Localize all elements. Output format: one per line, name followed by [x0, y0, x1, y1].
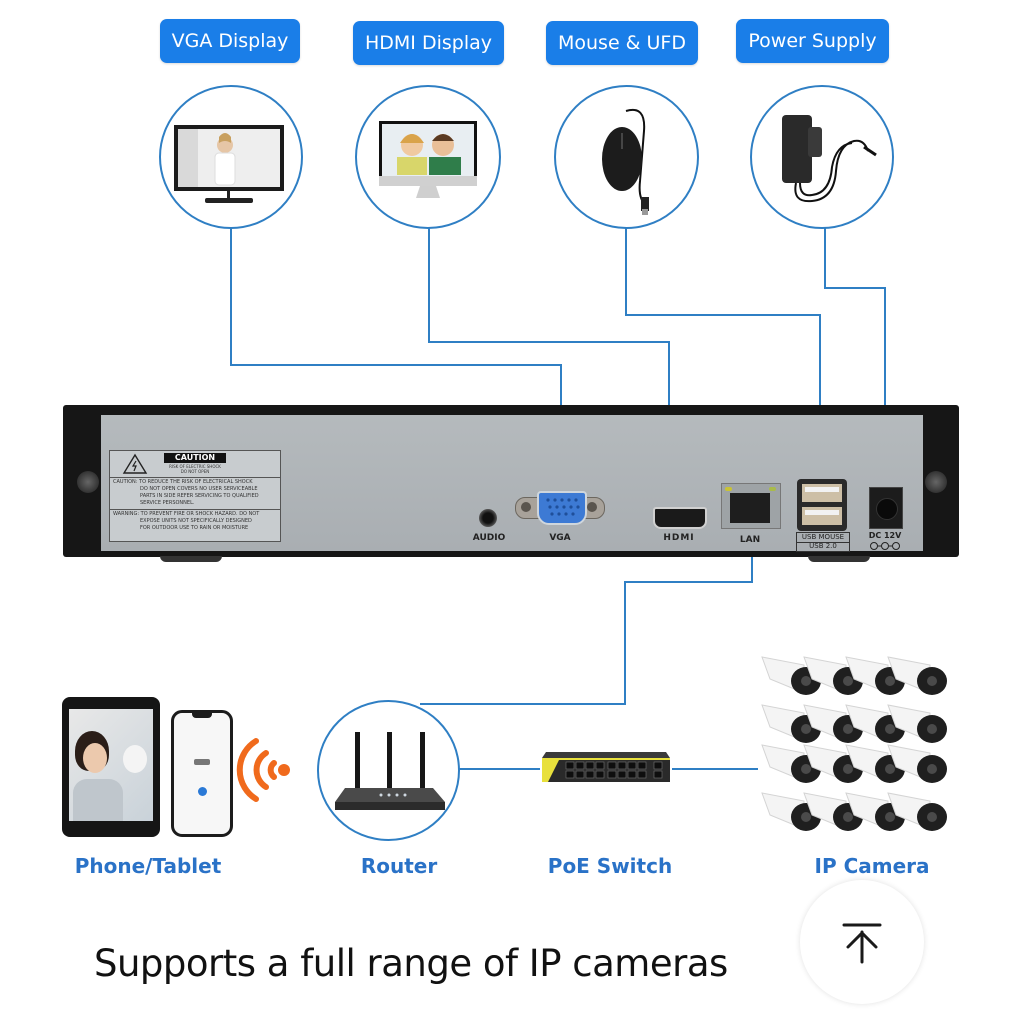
mouse-ufd-circle	[554, 85, 699, 229]
tag-hdmi-display: HDMI Display	[353, 21, 504, 65]
lan-label: LAN	[739, 535, 761, 545]
hdmi-monitor-icon	[379, 121, 477, 198]
poe-switch-icon	[542, 752, 670, 782]
ip-camera-unit	[887, 704, 947, 743]
scroll-to-top-button[interactable]	[800, 880, 924, 1004]
phone-icon	[171, 710, 233, 837]
power-supply-circle	[750, 85, 894, 229]
tag-power-supply: Power Supply	[736, 19, 889, 63]
vga-display-circle	[159, 85, 303, 229]
line-usb	[625, 228, 821, 406]
arrow-up-to-top-icon	[842, 923, 882, 964]
ip-camera-unit	[887, 744, 947, 783]
lan-port	[721, 483, 781, 529]
ip-camera-unit	[761, 704, 821, 743]
vga-label: VGA	[549, 533, 571, 543]
label-phone-tablet: Phone/Tablet	[74, 854, 222, 878]
ip-camera-unit	[887, 792, 947, 831]
nvr-foot-right	[808, 556, 870, 562]
warning-triangle-icon	[122, 453, 148, 474]
line-hdmi	[428, 228, 670, 406]
caution-text: CAUTION: TO REDUCE THE RISK OF ELECTRICA…	[113, 479, 259, 506]
hdmi-display-circle	[355, 85, 501, 229]
screw-right-icon	[925, 471, 947, 493]
warning-text: WARNING: TO PREVENT FIRE OR SHOCK HAZARD…	[113, 511, 260, 531]
footer-caption: Supports a full range of IP cameras	[94, 942, 728, 985]
audio-label: AUDIO	[472, 533, 506, 543]
caution-title: CAUTION	[164, 453, 226, 463]
mouse-icon	[602, 109, 649, 215]
label-ip-camera: IP Camera	[814, 854, 930, 878]
line-power	[824, 228, 886, 406]
nvr-foot-left	[160, 556, 222, 562]
dc-power-port	[869, 487, 903, 529]
power-adapter-icon	[782, 115, 877, 203]
vga-port	[537, 491, 587, 525]
usb-label-2: USB 2.0	[796, 542, 850, 552]
router-icon	[335, 732, 445, 810]
phone-tablet-icon	[62, 697, 160, 837]
ip-camera-icon	[761, 656, 947, 831]
router-circle	[317, 700, 460, 841]
tag-mouse-ufd: Mouse & UFD	[546, 21, 698, 65]
line-vga	[230, 228, 562, 406]
dc-polarity-icon	[870, 542, 900, 550]
hdmi-port	[653, 507, 707, 529]
screw-left-icon	[77, 471, 99, 493]
dc-label: DC 12V	[868, 531, 902, 540]
usb-ports	[797, 479, 847, 531]
wifi-signal-icon	[236, 738, 290, 802]
vga-monitor-icon	[174, 125, 284, 203]
audio-port	[479, 509, 497, 527]
usb-label-1: USB MOUSE	[796, 532, 850, 543]
label-poe-switch: PoE Switch	[547, 854, 673, 878]
tag-vga-display: VGA Display	[160, 19, 300, 63]
hdmi-label: HDMI	[663, 533, 695, 543]
line-lan	[420, 556, 753, 705]
ip-camera-unit	[887, 656, 947, 695]
caution-label: CAUTION RISK OF ELECTRIC SHOCK DO NOT OP…	[109, 450, 281, 542]
ip-camera-unit	[845, 704, 905, 743]
label-router: Router	[360, 854, 438, 878]
nvr-rear-panel: CAUTION RISK OF ELECTRIC SHOCK DO NOT OP…	[63, 405, 959, 557]
